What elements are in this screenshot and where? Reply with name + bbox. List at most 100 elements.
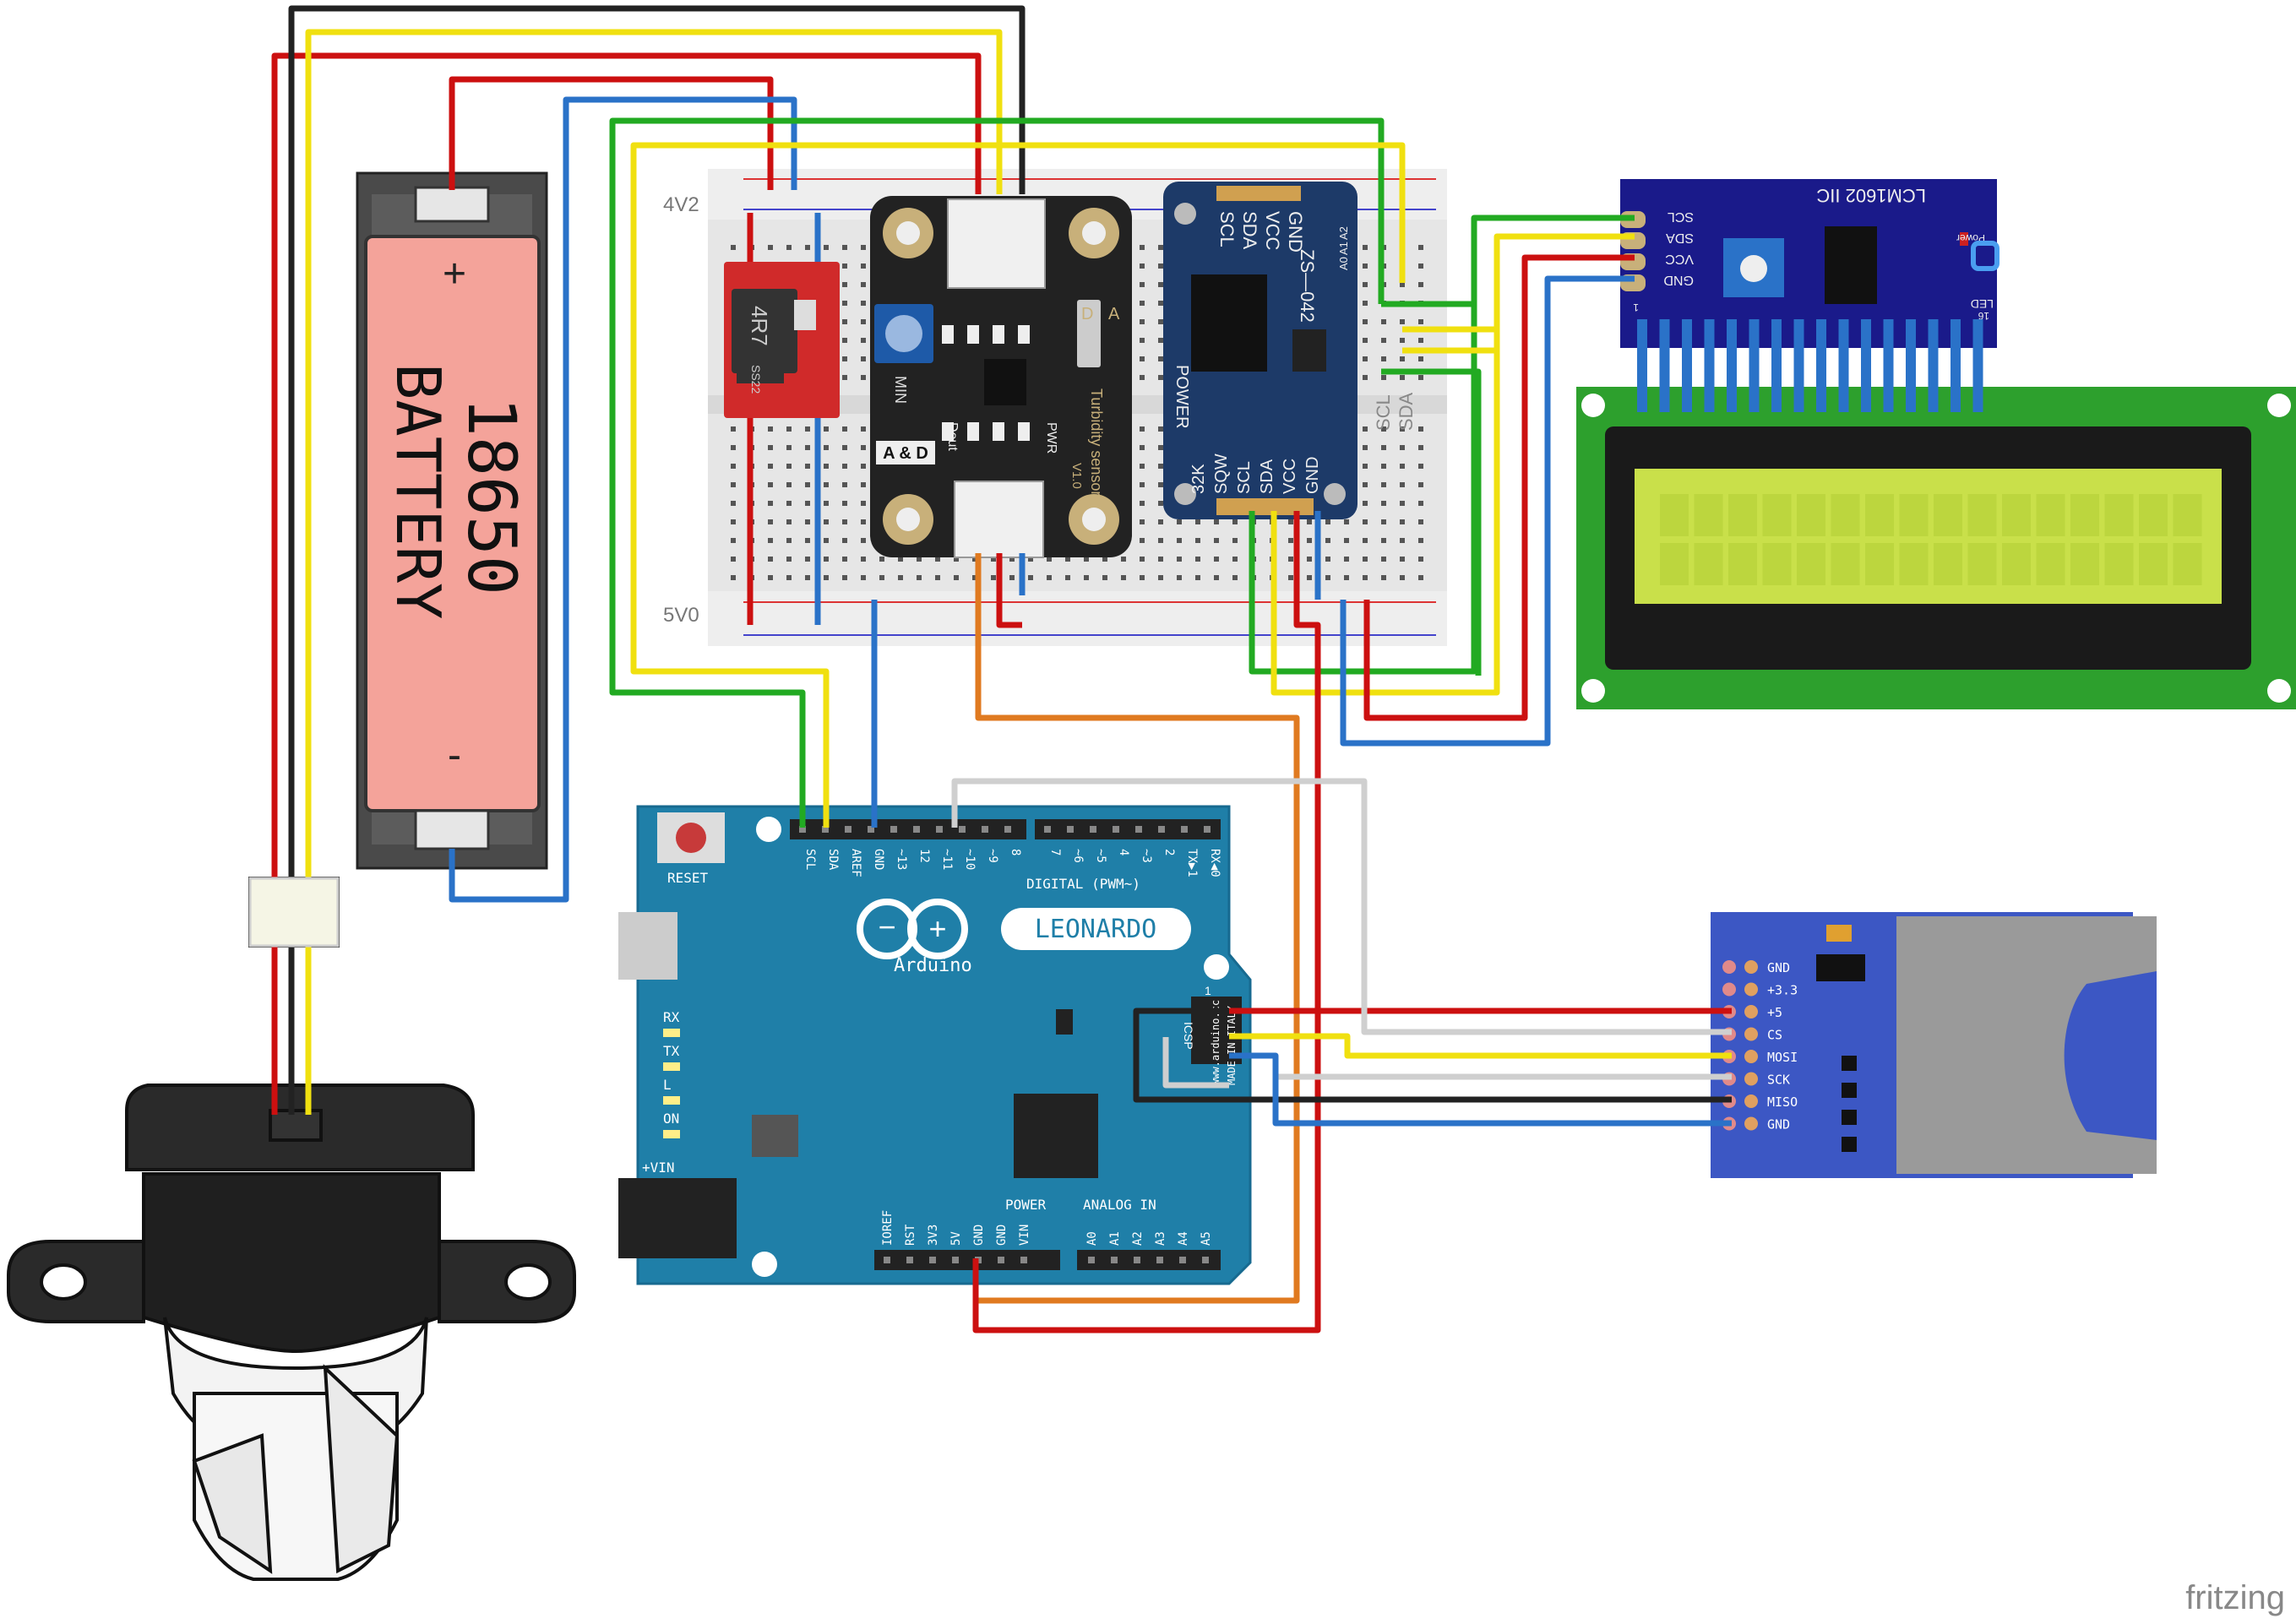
header-pin-label: TX▶1 [1185, 849, 1199, 877]
breadboard-hole [824, 575, 829, 580]
lcd-character-cell [1660, 543, 1689, 585]
breadboard-hole [1418, 282, 1423, 287]
breadboard-hole [1158, 557, 1163, 562]
header-pin-label: AREF [849, 849, 862, 877]
breadboard-hole [1381, 445, 1386, 450]
lcd-pin [1682, 319, 1692, 412]
breadboard-hole [1418, 482, 1423, 487]
breadboard-hole [1121, 557, 1126, 562]
header-pin-label: 12 [917, 849, 931, 863]
lcd-character-cell [1967, 494, 1997, 536]
breadboard-hole [1288, 538, 1293, 543]
breadboard-hole [879, 575, 884, 580]
header-pin [1090, 826, 1096, 833]
header-pin [1158, 826, 1165, 833]
header-pin [1204, 826, 1211, 833]
breadboard-hole [1177, 519, 1182, 524]
breadboard-hole [861, 464, 866, 469]
breadboard-hole [768, 426, 773, 432]
lcd-character-cell [1934, 494, 1962, 536]
breadboard-hole [1418, 538, 1423, 543]
breadboard-hole [1325, 519, 1330, 524]
header-pin [998, 1257, 1004, 1263]
analog-label: ANALOG IN [1083, 1197, 1156, 1213]
breadboard-hole [1195, 538, 1200, 543]
header-pin-label: SDA [826, 849, 840, 871]
breadboard-hole [1158, 482, 1163, 487]
lcd-character-cell [2070, 494, 2099, 536]
rail-label-sda: SDA [1396, 392, 1417, 431]
breadboard-hole [805, 245, 810, 250]
breadboard-hole [1177, 575, 1182, 580]
arduino-leonardo-board: RESET +VIN − + Arduino LEONARDO RXTXLON … [618, 805, 1252, 1285]
board-led-label: L [663, 1077, 672, 1093]
breadboard-hole [1363, 445, 1368, 450]
header-pin-label: 4 [1117, 849, 1130, 855]
microcontroller-chip [1014, 1094, 1098, 1178]
reset-button[interactable] [676, 823, 706, 853]
breadboard-hole [1047, 575, 1052, 580]
header-pin-label: ~9 [986, 849, 999, 863]
breadboard-hole [786, 519, 792, 524]
lcd-character-cell [1728, 494, 1757, 536]
lcd-pin [1906, 319, 1916, 412]
lcd-character-cell [2036, 543, 2065, 585]
lcd-pin [1861, 319, 1871, 412]
header-pin [906, 1257, 913, 1263]
sd-pin-label: MISO [1767, 1094, 1798, 1110]
lcd-pin [1727, 319, 1737, 412]
header-pin [952, 1257, 959, 1263]
lcd-character-cell [1762, 494, 1792, 536]
lcd-pin [1951, 319, 1961, 412]
min-label: MIN [892, 376, 909, 404]
breadboard-hole [1400, 575, 1405, 580]
breadboard-hole [842, 375, 847, 380]
breadboard-hole [861, 557, 866, 562]
breadboard-hole [805, 557, 810, 562]
rtc-top-pin-label: GND [1285, 211, 1306, 253]
arduino-model: LEONARDO [1035, 915, 1157, 944]
lcd-character-cell [2002, 543, 2031, 585]
breadboard-hole [731, 245, 736, 250]
breadboard-hole [1325, 538, 1330, 543]
breadboard-hole [861, 519, 866, 524]
breadboard-hole [954, 575, 959, 580]
header-pin [1179, 1257, 1186, 1263]
breadboard-hole [1418, 445, 1423, 450]
sensor-version: V1.0 [1069, 463, 1084, 489]
header-pin-label: 7 [1048, 849, 1062, 855]
breadboard-hole [1344, 519, 1349, 524]
arduino-made-in: MADE IN ITALY [1226, 1005, 1238, 1085]
breadboard-hole [768, 482, 773, 487]
rail-label-5v0: 5V0 [663, 604, 699, 627]
breadboard-hole [1418, 464, 1423, 469]
breadboard-hole [954, 557, 959, 562]
breadboard-hole [1400, 282, 1405, 287]
lcd-character-cell [2139, 494, 2168, 536]
breadboard-hole [824, 464, 829, 469]
turbidity-sensor-board: D A MIN A & D Dout PWR Turbidity sensor … [870, 196, 1132, 558]
breadboard-hole [1381, 519, 1386, 524]
board-led [663, 1096, 680, 1105]
breadboard-hole [1140, 338, 1145, 343]
breadboard-hole [824, 245, 829, 250]
breadboard-hole [1418, 519, 1423, 524]
breadboard-hole [731, 538, 736, 543]
breadboard-hole [1288, 519, 1293, 524]
breadboard-hole [1363, 557, 1368, 562]
breadboard-hole [1363, 282, 1368, 287]
rtc-address-label: A1 [1337, 242, 1350, 255]
breadboard-hole [1158, 338, 1163, 343]
backpack-pin-last: 16 [1978, 310, 1989, 322]
breadboard-hole [786, 445, 792, 450]
breadboard-hole [842, 575, 847, 580]
breadboard-hole [731, 482, 736, 487]
arduino-website: www.arduino.cc [1210, 1000, 1221, 1085]
header-pin-label: ~10 [963, 849, 977, 870]
breadboard-hole [824, 482, 829, 487]
lcd-character-cell [1660, 494, 1689, 536]
rtc-top-pin-label: SCL [1216, 211, 1238, 247]
breadboard-hole [1381, 338, 1386, 343]
